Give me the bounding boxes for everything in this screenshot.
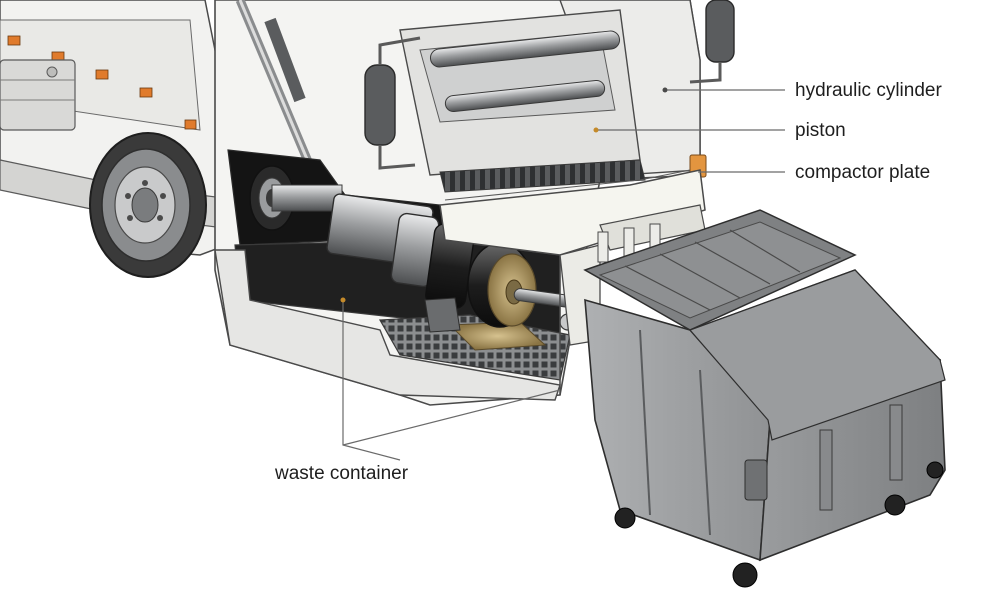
label-piston: piston (795, 120, 846, 141)
container-marker-dot (340, 297, 346, 303)
piston-marker-dot (593, 127, 599, 133)
label-hydraulic-cylinder: hydraulic cylinder (795, 80, 942, 101)
truck-wheel (89, 132, 207, 278)
label-compactor-plate: compactor plate (795, 162, 931, 183)
leader-waste-container (342, 300, 561, 461)
dumpster-bin (583, 209, 946, 588)
label-waste-container: waste container (275, 463, 409, 484)
leader-lines (342, 89, 785, 461)
